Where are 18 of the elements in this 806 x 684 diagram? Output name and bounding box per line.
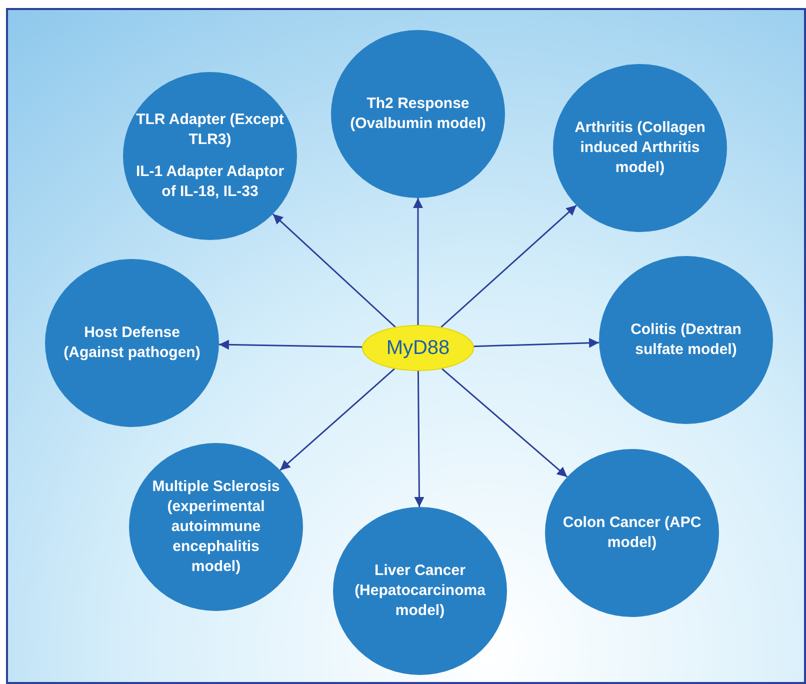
node-label: Liver Cancer (Hepatocarcinoma model) — [354, 561, 486, 621]
arrow — [280, 368, 395, 471]
center-label: MyD88 — [386, 336, 450, 360]
node-label: Host Defense (Against pathogen) — [62, 323, 202, 363]
arrow — [413, 198, 423, 325]
arrow — [272, 214, 396, 328]
arrow — [442, 368, 568, 478]
node-label: TLR Adapter (Except TLR3) — [135, 110, 285, 150]
node-label: Colitis (Dextran sulfate model) — [630, 320, 742, 360]
arrow — [440, 204, 577, 328]
arrow — [474, 338, 600, 348]
node-label: Th2 Response (Ovalbumin model) — [349, 94, 487, 134]
node-label: Arthritis (Collagen induced Arthritis model) — [574, 118, 706, 178]
arrow — [414, 371, 424, 508]
arrow — [218, 340, 362, 350]
node-label: Colon Cancer (APC model) — [562, 513, 702, 553]
node-label: Multiple Sclerosis (experimental autoimmune encephalitis model) — [151, 477, 281, 577]
node-label: IL-1 Adapter Adaptor of IL-18, IL-33 — [135, 162, 285, 202]
